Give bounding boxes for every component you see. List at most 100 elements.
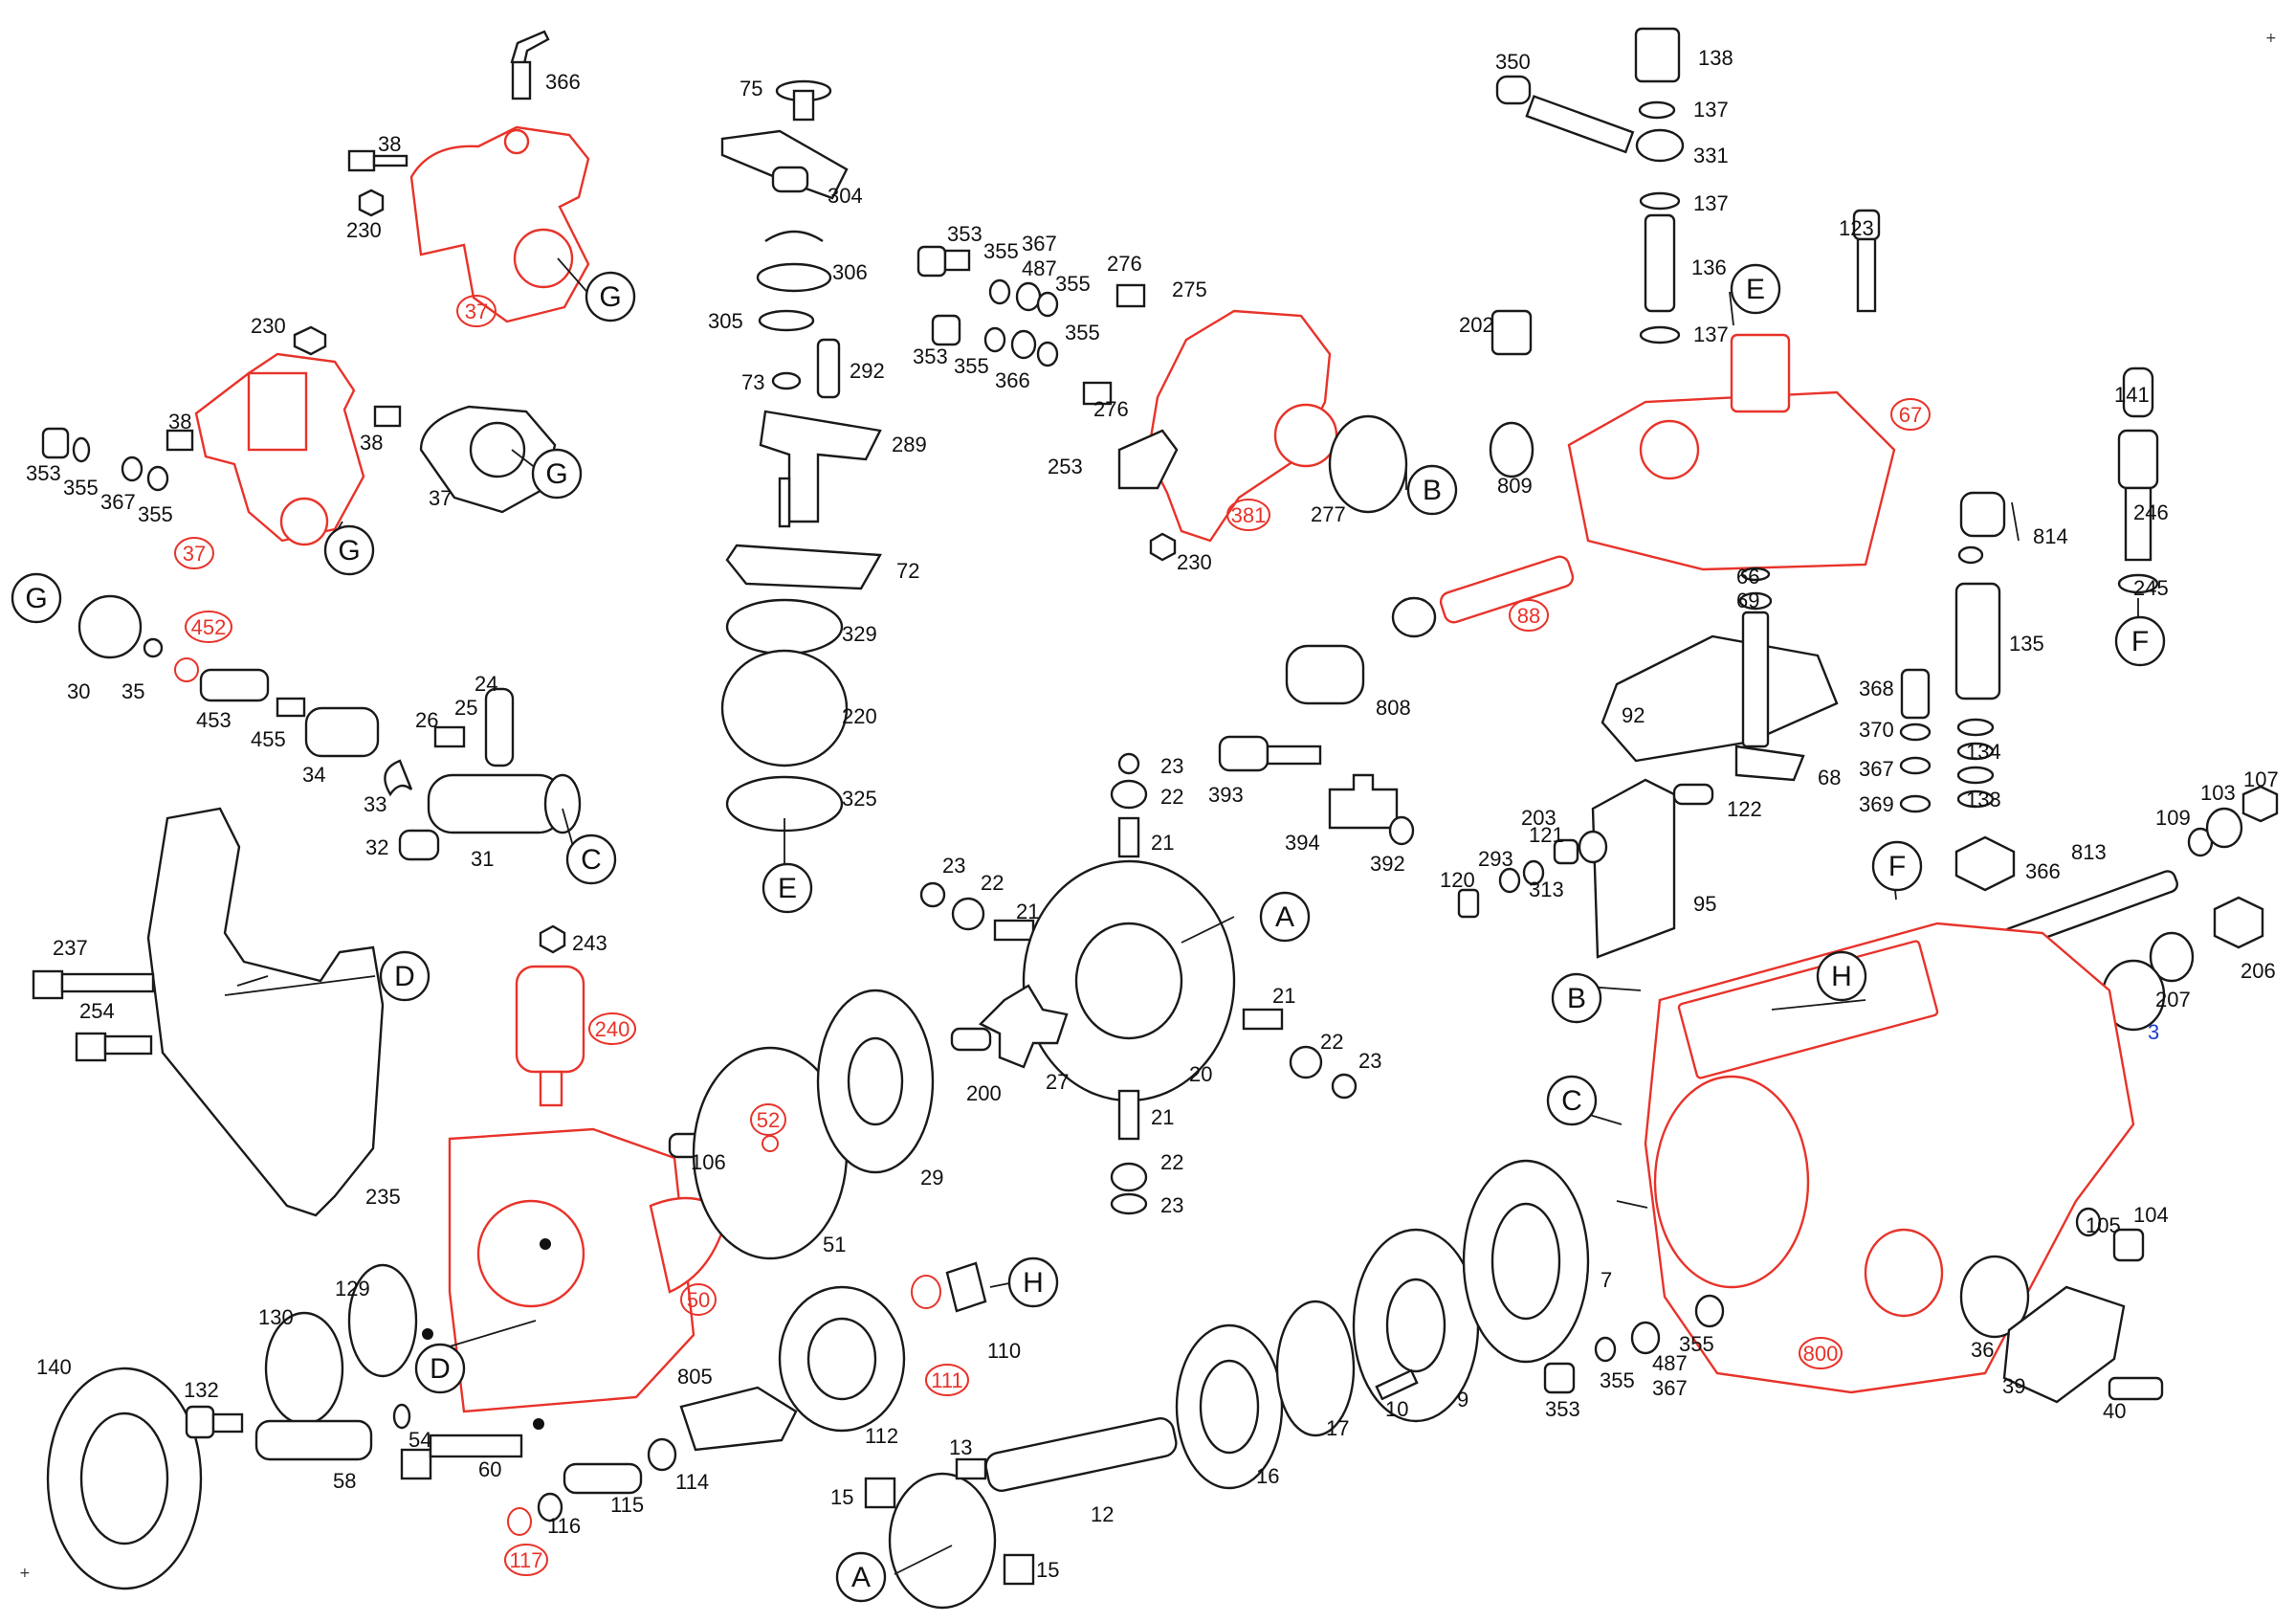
part-23-top <box>1117 752 1140 775</box>
part-136-valve <box>1644 213 1676 313</box>
part-355-800-b <box>1594 1336 1617 1363</box>
label-22-bottom: 22 <box>1160 1150 1183 1174</box>
part-254-head <box>75 1032 107 1062</box>
part-30-ring <box>77 594 143 659</box>
part-237-thread <box>60 972 155 993</box>
label-366-valve: 366 <box>2025 859 2061 883</box>
label-137-b: 137 <box>1693 191 1729 215</box>
part-230-mid <box>293 325 327 356</box>
part-367-washer <box>1899 756 1932 775</box>
part-381-port <box>1273 403 1338 468</box>
part-103-washer <box>2205 807 2243 849</box>
part-129-ring <box>347 1263 418 1378</box>
part-36-ring <box>1959 1255 2030 1339</box>
label-355-upper-b: 355 <box>1055 272 1091 296</box>
part-487-800 <box>1630 1321 1661 1355</box>
label-13: 13 <box>949 1435 972 1459</box>
part-54-washer <box>392 1403 411 1430</box>
part-137-b <box>1639 191 1681 211</box>
part-245-washer <box>2117 573 2159 594</box>
part-13-key <box>955 1457 987 1480</box>
part-130-plug <box>264 1311 344 1426</box>
letter-h-left-circle <box>1007 1256 1059 1308</box>
label-107: 107 <box>2243 767 2279 791</box>
part-122-spring <box>1672 783 1714 806</box>
label-40: 40 <box>2103 1399 2126 1423</box>
part-808-ring <box>1391 596 1437 638</box>
label-254: 254 <box>79 999 115 1023</box>
label-123: 123 <box>1839 216 1874 240</box>
label-26: 26 <box>415 708 438 732</box>
part-203-washer <box>1578 830 1608 864</box>
label-355-left-b: 355 <box>138 502 173 526</box>
label-203: 203 <box>1521 806 1556 830</box>
label-275: 275 <box>1172 278 1207 301</box>
part-23-left <box>919 881 946 908</box>
label-276-b: 276 <box>1093 397 1129 421</box>
label-17: 17 <box>1326 1416 1349 1440</box>
letter-c-body-circle <box>1546 1075 1598 1126</box>
label-331: 331 <box>1693 144 1729 167</box>
label-117: 117 <box>509 1548 542 1572</box>
label-66: 66 <box>1736 565 1759 589</box>
callouts-red: 37 37 452 240 52 50 111 117 381 67 88 80… <box>174 295 1931 1576</box>
head-group-shapes <box>46 924 849 1590</box>
part-21-bottom <box>1117 1089 1140 1141</box>
label-141: 141 <box>2114 383 2150 407</box>
label-68: 68 <box>1818 766 1841 789</box>
part-10-screw <box>1375 1368 1419 1401</box>
part-92-gasket <box>1601 634 1839 763</box>
part-72-pin <box>778 477 791 528</box>
label-813: 813 <box>2071 840 2107 864</box>
part-60-thread <box>429 1434 523 1458</box>
label-21-top: 21 <box>1151 831 1174 855</box>
label-325: 325 <box>842 787 877 811</box>
part-393-plug <box>1218 735 1269 772</box>
label-245: 245 <box>2133 576 2169 600</box>
label-292: 292 <box>850 359 885 383</box>
label-22-top: 22 <box>1160 785 1183 809</box>
label-105: 105 <box>2086 1213 2121 1237</box>
label-20: 20 <box>1189 1062 1212 1086</box>
label-276-a: 276 <box>1107 252 1142 276</box>
part-293-ring <box>1498 867 1521 894</box>
part-235-bracket <box>146 807 385 1217</box>
label-121: 121 <box>1529 823 1564 847</box>
letter-c-left-circle <box>565 834 617 885</box>
part-368-screw <box>1900 668 1931 720</box>
label-23-right: 23 <box>1358 1049 1381 1073</box>
letter-e-gov: E <box>778 873 797 904</box>
part-67-cover <box>1567 390 1896 571</box>
g-assemblies-shapes <box>41 30 590 546</box>
label-33: 33 <box>364 792 386 816</box>
letter-e-cover-circle <box>1730 263 1781 315</box>
right-group-shapes <box>1457 367 2279 1404</box>
section-letters: G G G G C D D E A H A B E F F B C H <box>11 263 2166 1603</box>
part-31-piston <box>427 773 564 834</box>
label-7: 7 <box>1601 1268 1612 1292</box>
part-140-inner <box>79 1412 169 1545</box>
letter-b-top-circle <box>1406 464 1458 516</box>
part-32-plug <box>398 829 440 861</box>
label-355-upper-d: 355 <box>954 354 989 378</box>
label-37-left: 37 <box>183 542 206 566</box>
part-116-washer <box>537 1492 563 1523</box>
label-140: 140 <box>36 1355 72 1379</box>
part-200-spring <box>950 1027 992 1052</box>
part-22-top <box>1110 779 1148 810</box>
part-809-ring <box>1489 421 1534 478</box>
label-58: 58 <box>333 1469 356 1493</box>
part-105-washer <box>2075 1207 2102 1237</box>
label-306: 306 <box>832 260 868 284</box>
label-353-800: 353 <box>1545 1397 1580 1421</box>
label-230-right: 230 <box>1177 550 1212 574</box>
part-15-bottom <box>1003 1553 1035 1586</box>
part-141-cap <box>2122 367 2154 418</box>
part-21-left <box>993 919 1035 942</box>
label-25: 25 <box>454 696 477 720</box>
label-9: 9 <box>1457 1388 1468 1412</box>
letter-f-valve: F <box>2131 626 2149 657</box>
part-366-nut <box>1954 835 2016 892</box>
letter-d-top-circle <box>379 950 430 1002</box>
label-52: 52 <box>757 1108 780 1132</box>
